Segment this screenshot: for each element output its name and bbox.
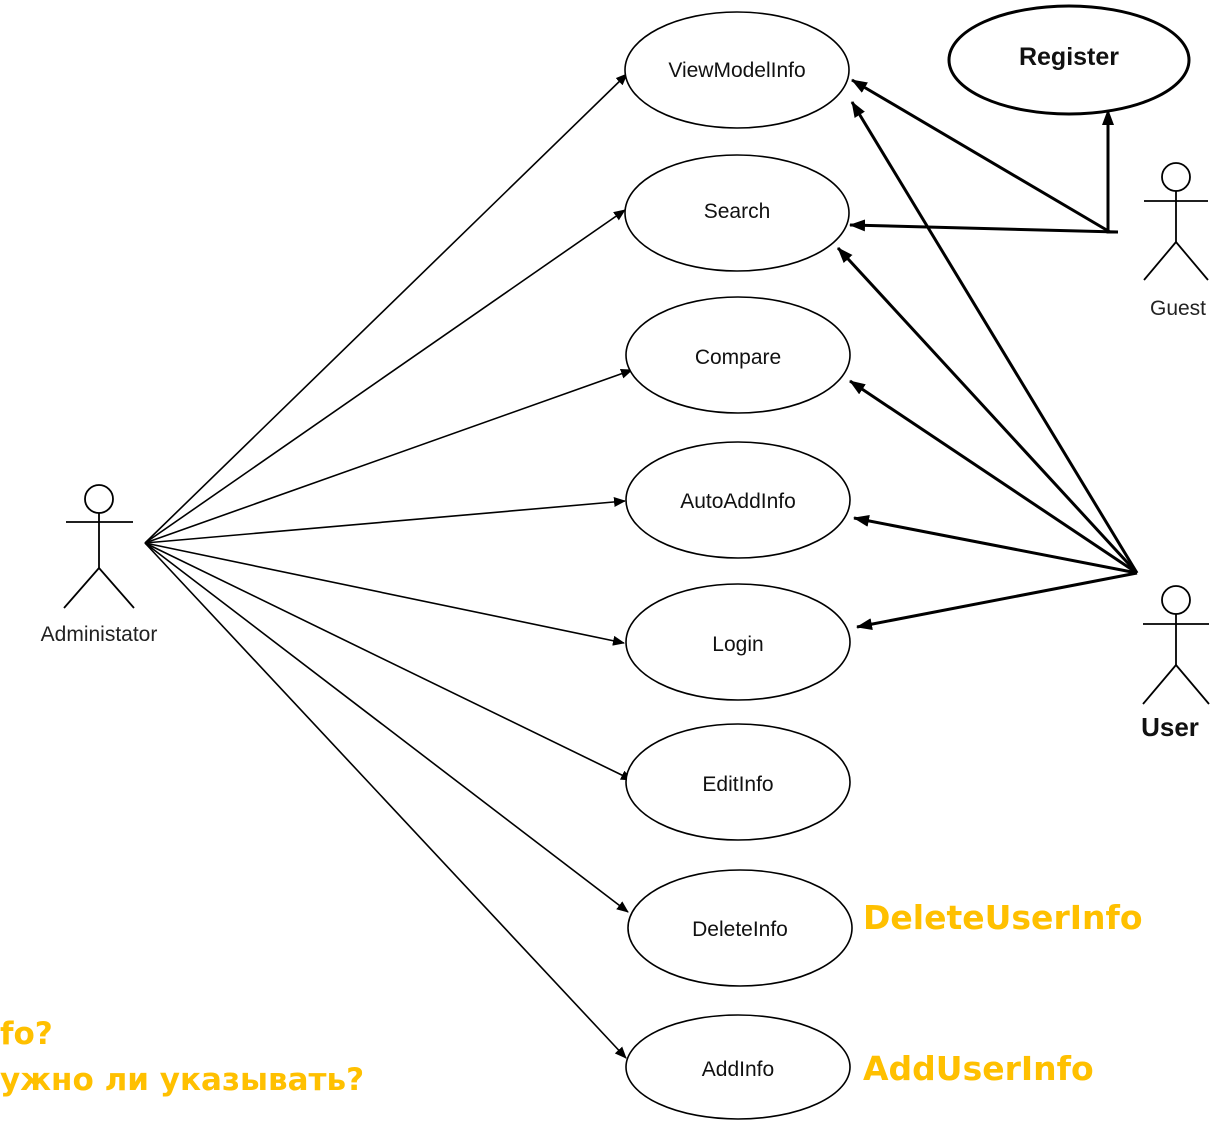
- assoc-guest-register: [1102, 109, 1118, 234]
- assoc-user-search: [836, 246, 1139, 575]
- assoc-guest-search: [849, 219, 1119, 234]
- stick-figure-icon: [63, 484, 135, 609]
- assoc-admin-viewmodelinfo: [144, 73, 628, 544]
- annotations: DeleteUserInfo AddUserInfo fo? ужно ли у…: [0, 898, 1143, 1098]
- use-case-deleteinfo[interactable]: DeleteInfo: [627, 869, 853, 987]
- use-case-label: ViewModelInfo: [668, 59, 805, 82]
- assoc-user-autoaddinfo: [853, 514, 1138, 575]
- assoc-guest-viewmodelinfo: [851, 78, 1111, 234]
- actor-user[interactable]: User: [1141, 585, 1210, 742]
- note-left-line-1: fo?: [0, 1016, 53, 1052]
- use-case-login[interactable]: Login: [625, 583, 851, 701]
- actor-administrator[interactable]: Administator: [41, 484, 158, 646]
- assoc-admin-login: [144, 542, 625, 646]
- assoc-user-login: [856, 571, 1138, 631]
- use-case-label: AddInfo: [702, 1058, 774, 1081]
- use-case-addinfo[interactable]: AddInfo: [625, 1014, 851, 1120]
- use-cases: ViewModelInfo Search Compare AutoAddInfo…: [624, 4, 1191, 1120]
- note-delete-user-info: DeleteUserInfo: [863, 898, 1143, 937]
- use-case-label: Login: [712, 633, 763, 656]
- assoc-admin-compare: [144, 368, 633, 544]
- assoc-admin-addinfo: [144, 542, 627, 1059]
- actor-label: Administator: [41, 623, 158, 646]
- use-case-label: Register: [1019, 43, 1119, 71]
- assoc-admin-autoaddinfo: [144, 496, 626, 544]
- assoc-user-compare: [849, 379, 1138, 575]
- use-case-compare[interactable]: Compare: [625, 296, 851, 414]
- note-add-user-info: AddUserInfo: [863, 1049, 1094, 1088]
- use-case-label: EditInfo: [702, 773, 773, 796]
- use-case-label: DeleteInfo: [692, 918, 788, 941]
- use-case-editinfo[interactable]: EditInfo: [625, 723, 851, 841]
- use-case-label: Search: [704, 200, 771, 223]
- stick-figure-icon: [1142, 585, 1210, 705]
- assoc-admin-editinfo: [144, 542, 633, 781]
- associations: [144, 73, 1139, 1059]
- assoc-admin-search: [144, 209, 626, 544]
- use-case-label: Compare: [695, 346, 781, 369]
- use-case-register[interactable]: Register: [947, 4, 1191, 116]
- actor-label: User: [1141, 712, 1199, 742]
- use-case-autoaddinfo[interactable]: AutoAddInfo: [625, 441, 851, 559]
- stick-figure-icon: [1143, 162, 1209, 281]
- assoc-user-viewmodelinfo: [850, 101, 1139, 574]
- actor-guest[interactable]: Guest: [1143, 162, 1209, 320]
- use-case-label: AutoAddInfo: [680, 490, 796, 513]
- actor-label: Guest: [1150, 297, 1206, 320]
- use-case-search[interactable]: Search: [624, 154, 850, 272]
- assoc-admin-deleteinfo: [144, 542, 629, 913]
- note-left-line-2: ужно ли указывать?: [0, 1062, 364, 1098]
- use-case-viewmodelinfo[interactable]: ViewModelInfo: [624, 11, 850, 129]
